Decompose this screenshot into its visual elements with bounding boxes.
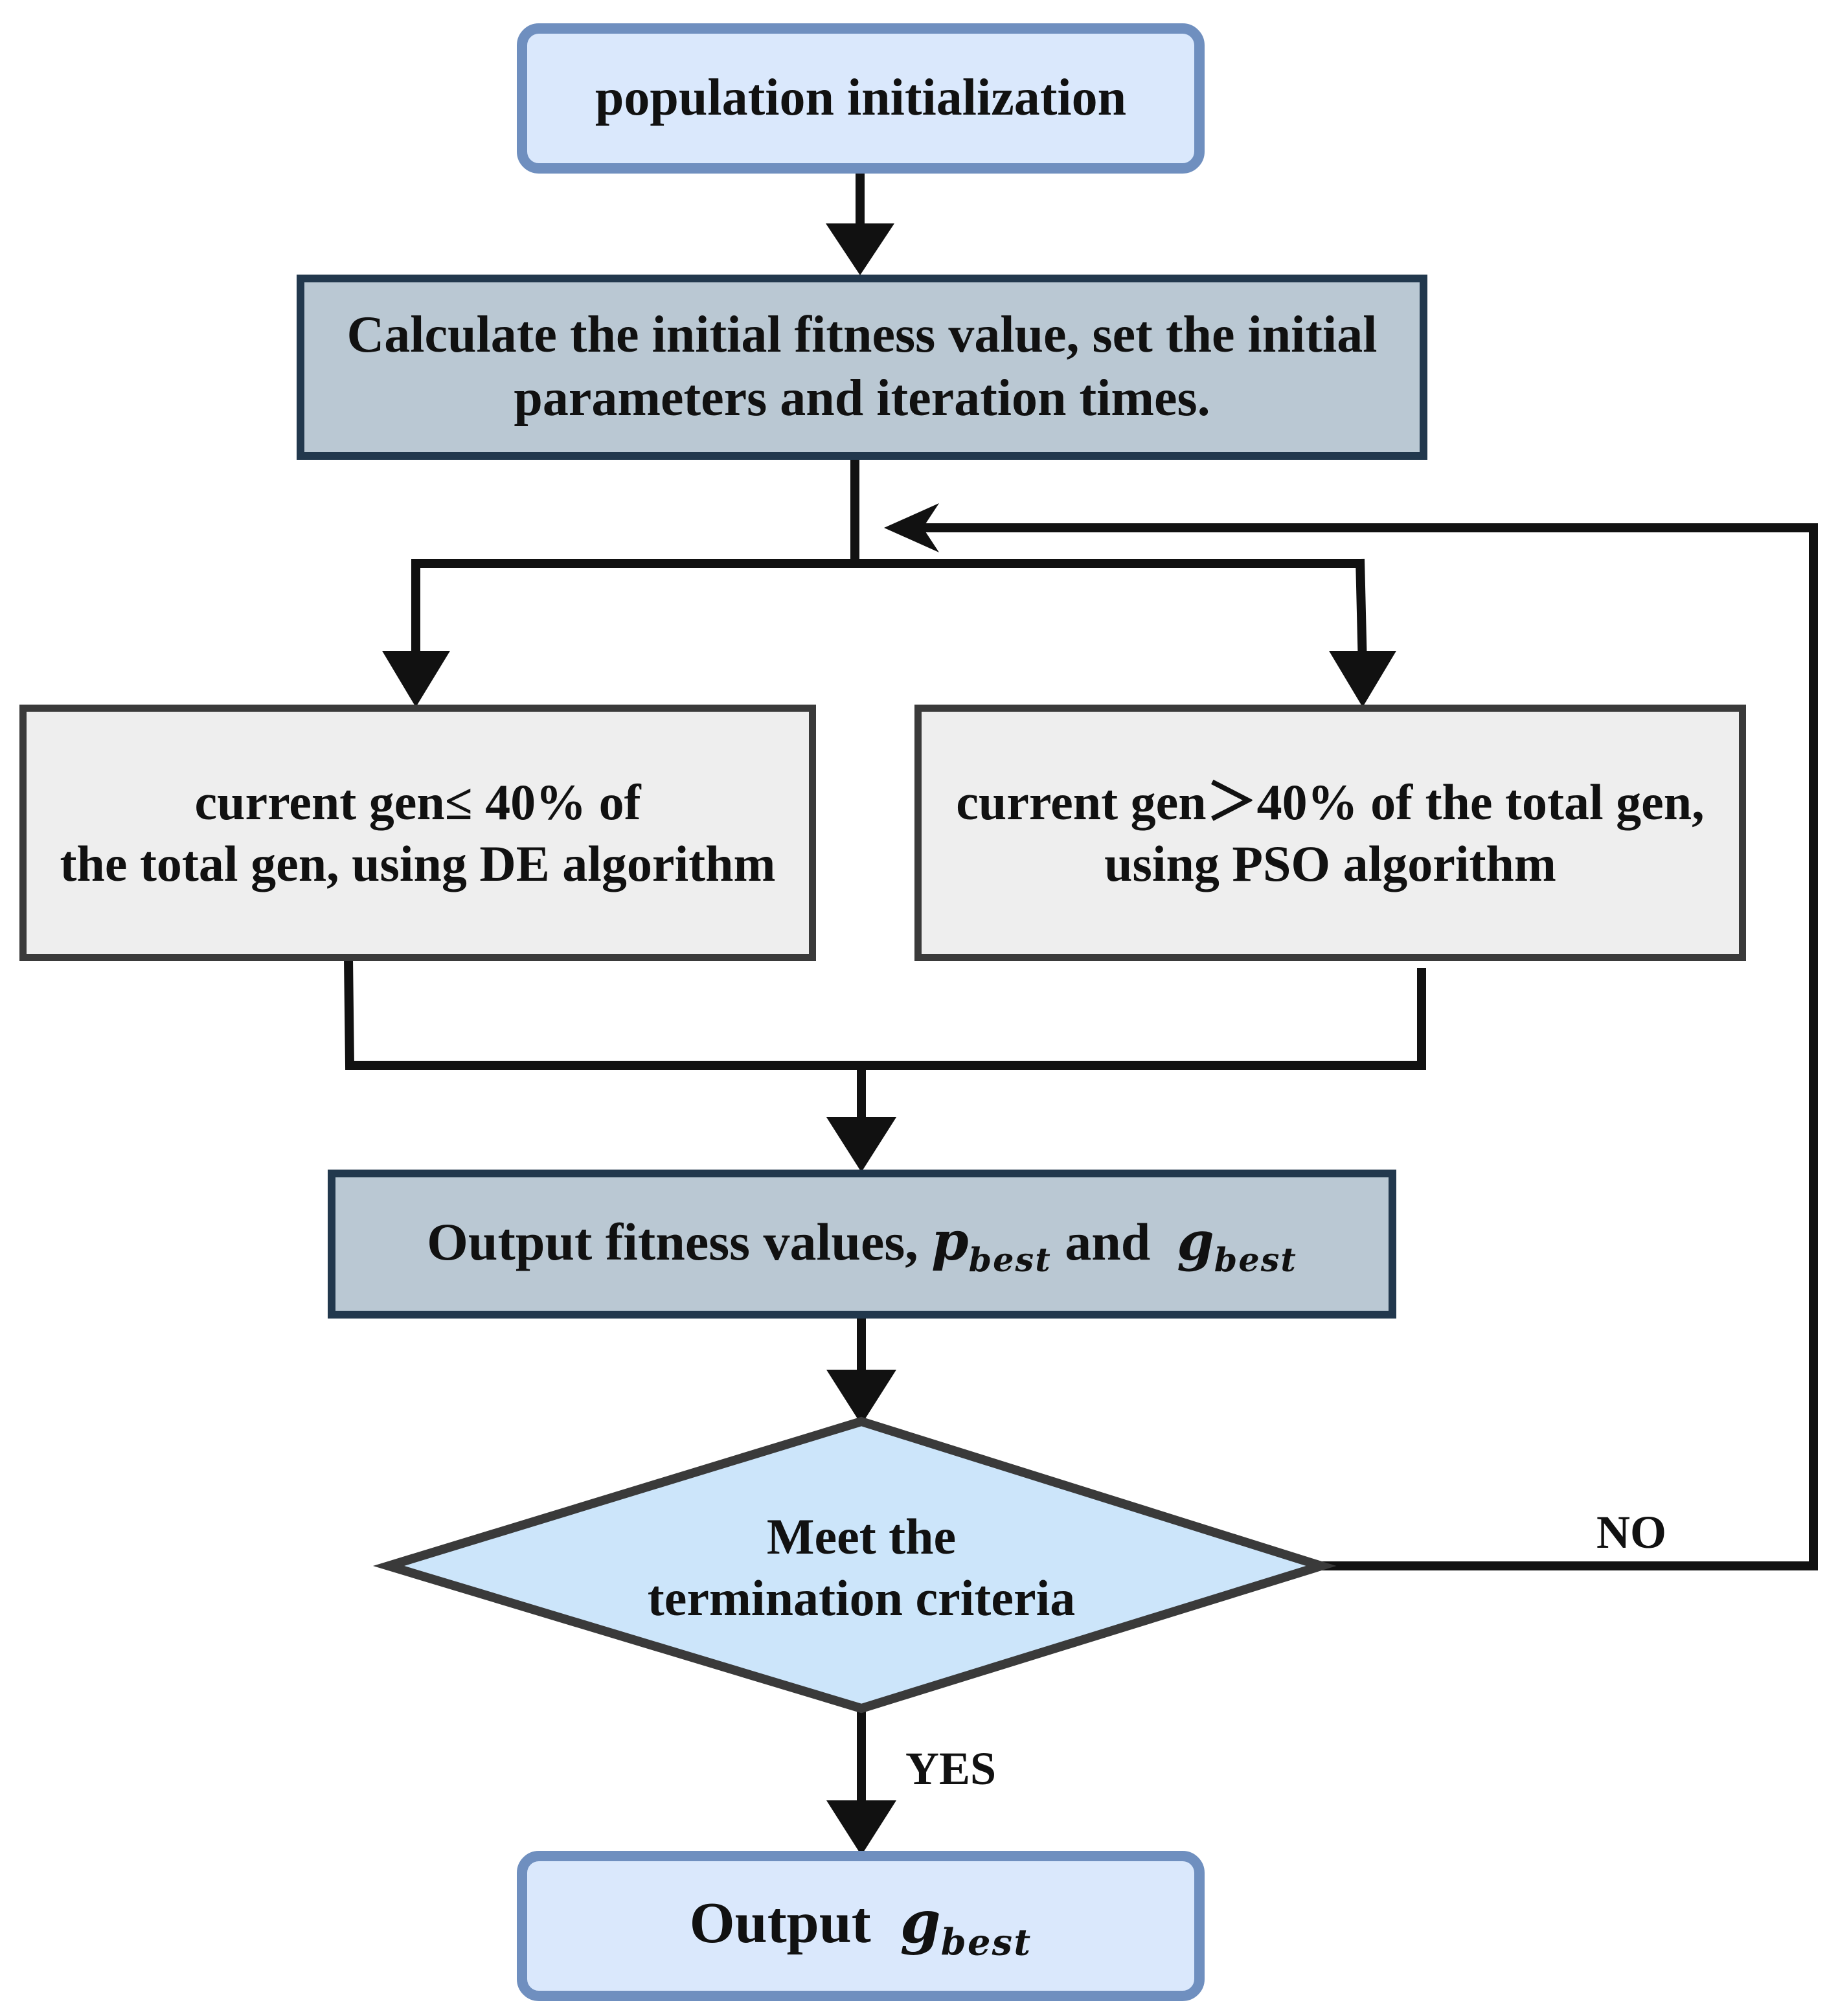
calc-init-node: Calculate the initial fitness value, set… — [297, 275, 1427, 460]
gbest-symbol: gbest — [1177, 1210, 1297, 1279]
start-node: population initialization — [517, 23, 1205, 174]
calc-line-2: parameters and iteration times. — [514, 370, 1210, 427]
decision-node: Meet the termination criteria — [550, 1489, 1172, 1645]
calc-line-1: Calculate the initial fitness value, set… — [346, 306, 1378, 364]
end-node: Output gbest — [517, 1851, 1205, 2001]
output-fitness-node: Output fitness values, pbest and gbest — [328, 1170, 1396, 1319]
decision-line-2: termination criteria — [647, 1570, 1076, 1626]
end-line: Output gbest — [690, 1887, 1032, 1965]
arrowhead-split-to-pso — [1329, 651, 1396, 707]
output-fitness-line: Output fitness values, pbest and gbest — [427, 1209, 1297, 1280]
pso-line-2: using PSO algorithm — [1104, 835, 1556, 892]
arrowhead-split-to-de — [382, 651, 450, 707]
decision-diamond-shape — [372, 1416, 1337, 1714]
connector-de-merge — [344, 958, 1426, 1070]
end-text: Output — [689, 1890, 871, 1955]
end-gbest-symbol: gbest — [900, 1887, 1032, 1964]
yes-label: YES — [905, 1743, 997, 1795]
de-branch-node: current gen≤ 40% of the total gen, using… — [19, 705, 816, 961]
loop-back-no — [920, 523, 1818, 1570]
pso-line-1: current gen＞40% of the total gen, — [956, 773, 1705, 830]
and-text: and — [1065, 1212, 1151, 1271]
de-line-2: the total gen, using DE algorithm — [60, 835, 776, 892]
decision-line-1: Meet the — [766, 1508, 957, 1565]
pso-branch-node: current gen＞40% of the total gen, using … — [914, 705, 1746, 961]
no-label: NO — [1596, 1506, 1666, 1558]
arrowhead-no-loop — [884, 503, 939, 552]
de-line-1: current gen≤ 40% of — [194, 773, 641, 830]
start-label: population initialization — [595, 69, 1127, 127]
arrow-split-to-pso — [1356, 558, 1367, 668]
arrowhead-decision-to-end — [826, 1800, 896, 1855]
arrowhead-merge-to-output — [826, 1117, 896, 1172]
pbest-symbol: pbest — [931, 1210, 1052, 1279]
arrowhead-output-to-decision — [826, 1370, 896, 1425]
arrowhead-start-to-calc — [826, 223, 894, 275]
output-fitness-text: Output fitness values, — [427, 1212, 918, 1271]
